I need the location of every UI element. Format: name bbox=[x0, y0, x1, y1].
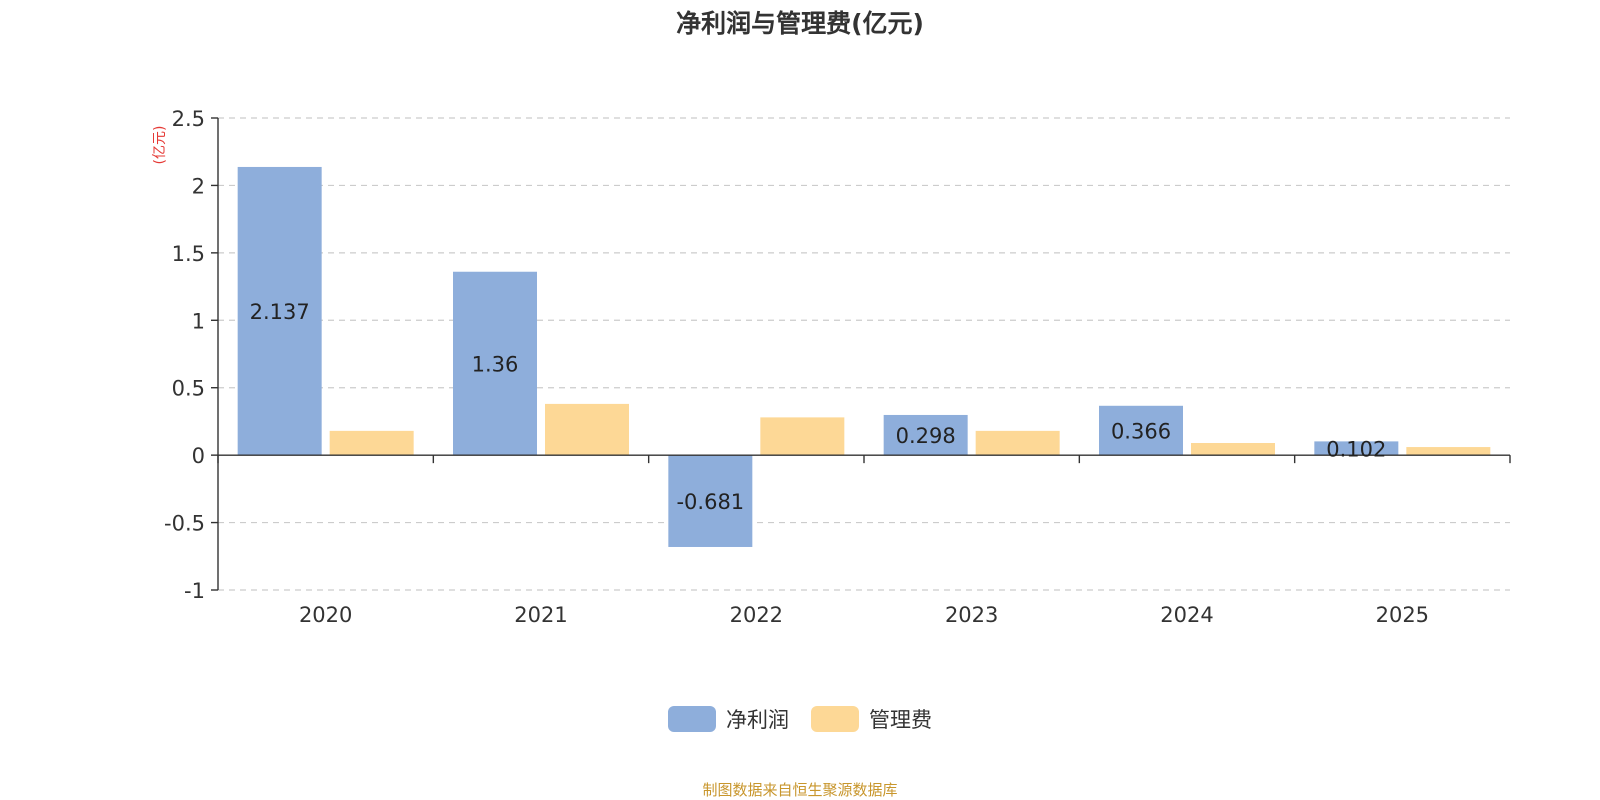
x-tick-label: 2022 bbox=[730, 603, 783, 627]
bar-admin-expense[interactable] bbox=[1191, 443, 1275, 456]
y-tick-label: -1 bbox=[184, 579, 205, 603]
x-tick-label: 2020 bbox=[299, 603, 352, 627]
legend-swatch-net-profit bbox=[668, 706, 716, 732]
legend-label-admin-expense: 管理费 bbox=[869, 708, 932, 732]
data-label: 0.366 bbox=[1111, 419, 1171, 443]
y-tick-label: -0.5 bbox=[164, 512, 205, 536]
axes: 2.5 2 1.5 1 0.5 0 -0.5 -1 2020 2021 2022 2023 2024 20… bbox=[164, 107, 1511, 627]
x-tick-label: 2025 bbox=[1376, 603, 1429, 627]
grid-lines bbox=[218, 117, 1510, 591]
bar-net-profit[interactable] bbox=[668, 455, 753, 547]
y-tick-label: 1 bbox=[192, 309, 205, 333]
data-label: 0.102 bbox=[1326, 437, 1386, 461]
bar-admin-expense[interactable] bbox=[760, 417, 845, 456]
x-tick-label: 2023 bbox=[945, 603, 998, 627]
x-tick-label: 2024 bbox=[1160, 603, 1213, 627]
data-labels: 2.137 1.36 -0.681 0.298 0.366 0.102 bbox=[250, 300, 1387, 514]
bar-net-profit[interactable] bbox=[883, 414, 968, 456]
legend: 净利润 管理费 bbox=[0, 704, 1600, 734]
y-axis-label: (亿元) bbox=[152, 126, 168, 165]
bar-chart: 2.5 2 1.5 1 0.5 0 -0.5 -1 2020 2021 2022 2023 2024 20… bbox=[152, 107, 1511, 627]
bar-net-profit[interactable] bbox=[1314, 441, 1399, 456]
data-label: 0.298 bbox=[896, 424, 956, 448]
bar-net-profit[interactable] bbox=[453, 271, 537, 456]
data-source-note: 制图数据来自恒生聚源数据库 bbox=[702, 781, 898, 799]
bar-admin-expense[interactable] bbox=[1406, 447, 1491, 456]
bar-admin-expense[interactable] bbox=[975, 430, 1060, 456]
data-label: -0.681 bbox=[676, 490, 744, 514]
data-label: 1.36 bbox=[472, 352, 519, 376]
legend-item-admin-expense[interactable]: 管理费 bbox=[811, 704, 932, 734]
legend-swatch-admin-expense bbox=[811, 706, 859, 732]
data-label: 2.137 bbox=[250, 300, 310, 324]
chart-title: 净利润与管理费(亿元) bbox=[676, 9, 924, 38]
y-tick-label: 0 bbox=[192, 444, 205, 468]
bar-admin-expense[interactable] bbox=[545, 403, 629, 456]
bar-admin-expense[interactable] bbox=[329, 430, 414, 456]
legend-label-net-profit: 净利润 bbox=[726, 708, 789, 732]
y-tick-label: 0.5 bbox=[172, 377, 205, 401]
y-tick-label: 1.5 bbox=[172, 242, 205, 266]
y-tick-label: 2.5 bbox=[172, 107, 205, 131]
bars bbox=[237, 166, 1491, 547]
bar-net-profit[interactable] bbox=[1099, 405, 1183, 456]
bar-net-profit[interactable] bbox=[237, 166, 322, 456]
x-tick-label: 2021 bbox=[514, 603, 567, 627]
legend-item-net-profit[interactable]: 净利润 bbox=[668, 704, 789, 734]
y-tick-label: 2 bbox=[192, 174, 205, 198]
